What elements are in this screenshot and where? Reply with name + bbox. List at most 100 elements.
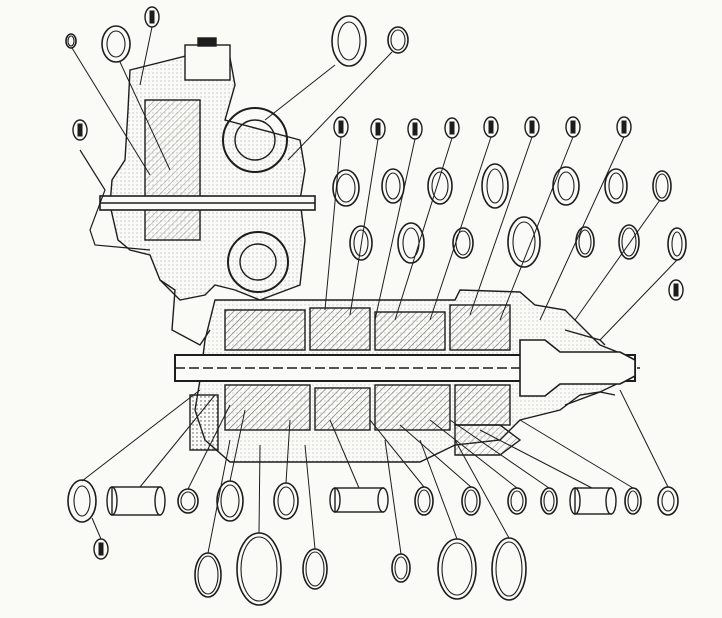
leader-line (207, 439, 231, 554)
pin-upper-7 (565, 116, 581, 138)
upper-ring-3 (427, 167, 453, 205)
bottom-ring-3 (302, 548, 328, 590)
mid-ring-6 (618, 224, 640, 260)
leader-line (619, 389, 669, 488)
lower-ring-9 (657, 486, 679, 516)
upper-ring-1 (332, 169, 360, 207)
bottom-ring-2 (236, 532, 282, 606)
sleeve-lower-2 (329, 487, 389, 513)
clip-upper-4 (444, 117, 460, 139)
leader-line (287, 51, 393, 161)
leader-line (369, 419, 425, 488)
oil-tube (79, 149, 151, 251)
torque-converter-lower (227, 231, 289, 293)
mid-ring-5 (575, 226, 595, 258)
lower-valve-body (189, 394, 219, 451)
seal-top-large (331, 15, 367, 67)
clip-upper-5 (483, 116, 499, 138)
pin-right-side (668, 279, 684, 301)
clutch-pack-2 (309, 307, 371, 351)
seal-top-left (101, 25, 131, 63)
leader-line (574, 199, 661, 321)
lower-ring-1 (177, 488, 199, 514)
torque-converter-lower-inner (239, 243, 277, 281)
mid-ring-7 (667, 227, 687, 261)
leader-line (454, 439, 510, 539)
sleeve-lower-1 (106, 486, 166, 516)
lower-ring-5 (461, 486, 481, 516)
leader-line (91, 517, 102, 540)
leader-line (449, 419, 550, 489)
lower-ring-7 (540, 487, 558, 515)
leader-line (81, 389, 201, 482)
upper-ring-6 (604, 168, 628, 204)
leader-line (119, 61, 171, 171)
bottom-ring-6 (491, 537, 527, 601)
pin-upper-8 (616, 116, 632, 138)
transmission-housing (79, 37, 640, 463)
mid-ring-4 (507, 216, 541, 268)
leader-line (479, 429, 593, 489)
leader-line (304, 444, 316, 550)
lower-ring-2 (216, 480, 244, 522)
bottom-ring-4 (391, 553, 411, 583)
leader-line (285, 419, 291, 484)
leader-line (394, 137, 453, 321)
clutch-pack-8 (454, 384, 511, 426)
upper-ring-2 (381, 168, 405, 204)
lower-ring-4 (414, 486, 434, 516)
leader-line (399, 424, 472, 488)
clutch-pack-4 (449, 304, 511, 351)
clutch-pack-5 (224, 384, 311, 431)
bottom-ring-1 (194, 552, 222, 598)
ring-top-right (387, 26, 409, 54)
leader-line (324, 136, 342, 311)
leader-line (329, 419, 360, 489)
leader-line (419, 439, 458, 540)
housing-bolt (197, 37, 217, 47)
leader-line (264, 64, 336, 121)
pin-upper-3 (407, 118, 423, 140)
leader-line (139, 26, 153, 86)
upper-ring-7 (652, 170, 672, 202)
small-washer-top (65, 33, 77, 49)
exploded-parts (65, 6, 687, 606)
front-bracket (159, 279, 211, 346)
pin-top-1 (144, 6, 160, 28)
torque-converter-upper-inner (234, 119, 276, 161)
torque-converter-upper (222, 107, 288, 173)
bottom-ring-5 (437, 538, 477, 600)
lower-ring-6 (507, 487, 527, 515)
bolt-left (72, 119, 88, 141)
leader-lines (71, 26, 678, 555)
leader-line (258, 444, 261, 534)
leader-line (71, 47, 151, 176)
clutch-pack-3 (374, 311, 446, 351)
sleeve-lower-3 (569, 487, 617, 515)
leader-line (499, 136, 574, 321)
pump-section (144, 99, 201, 241)
pin-upper-1 (333, 116, 349, 138)
lower-ring-8 (624, 487, 642, 515)
lower-seal-left (67, 479, 97, 523)
clutch-pack-6 (314, 387, 371, 431)
upper-ring-4 (481, 163, 509, 209)
mid-ring-2 (397, 222, 425, 264)
leader-line (429, 419, 518, 489)
lower-ring-3 (273, 482, 299, 520)
mid-ring-3 (452, 227, 474, 259)
upper-ring-5 (552, 166, 580, 206)
leader-line (187, 404, 231, 490)
leader-line (229, 409, 246, 482)
clutch-pack-7 (374, 384, 451, 431)
leader-line (374, 138, 416, 321)
clip-upper-6 (524, 116, 540, 138)
housing-top-box (184, 44, 231, 81)
clutch-pack-1 (224, 309, 306, 351)
leader-line (139, 394, 216, 488)
mid-ring-1 (349, 225, 373, 261)
leader-line (469, 136, 533, 316)
leader-line (384, 439, 402, 555)
